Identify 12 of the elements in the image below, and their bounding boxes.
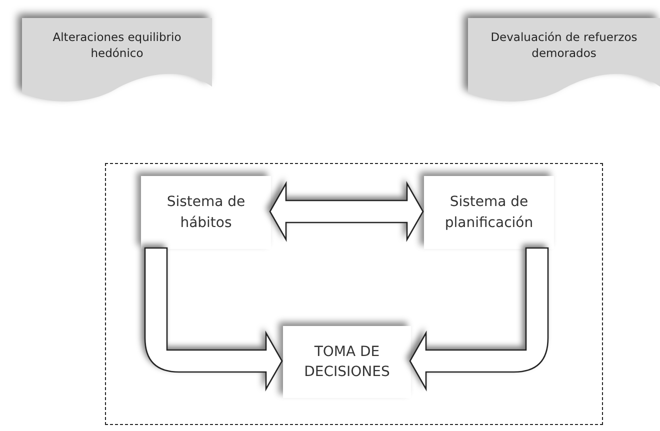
node-label: TOMA DE DECISIONES [303, 342, 391, 382]
block-arrow [269, 181, 424, 242]
node-label: Sistema de planificación [444, 193, 534, 232]
node-label: Devaluación de refuerzos demorados [490, 30, 638, 62]
node-label: Sistema de hábitos [166, 193, 246, 232]
process-box [141, 176, 271, 249]
process-box [424, 176, 554, 249]
node-label: Alteraciones equilibrio hedónico [52, 30, 182, 62]
dashed-frame [105, 163, 603, 425]
block-arrow [144, 247, 283, 390]
block-arrow [409, 247, 549, 390]
process-box [283, 326, 411, 398]
